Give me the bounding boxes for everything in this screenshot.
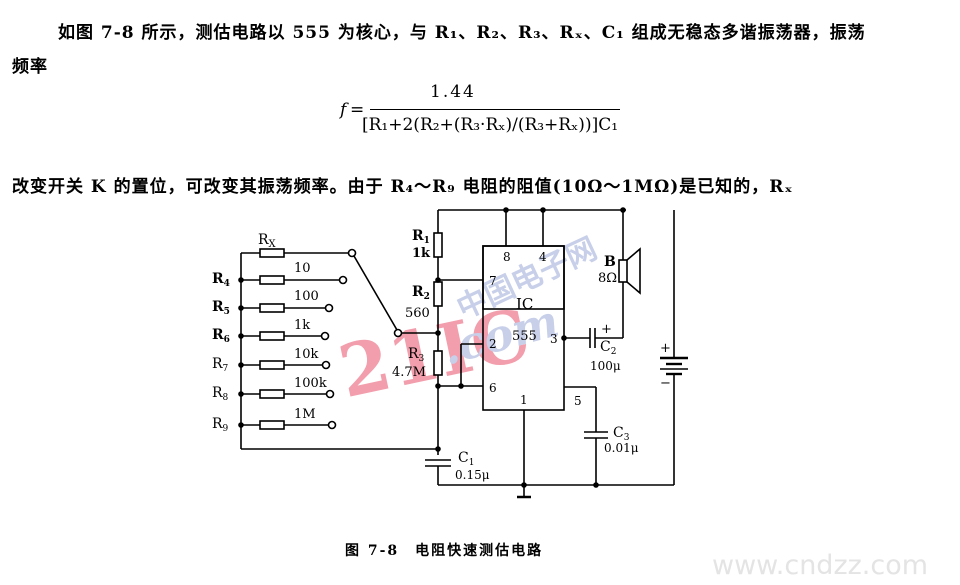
resistor-row-rx	[241, 248, 357, 258]
pin-6: 6	[489, 381, 497, 395]
fraction-bar	[370, 109, 620, 110]
pin-8: 8	[503, 250, 511, 264]
pin-5: 5	[574, 394, 582, 408]
formula-lhs: f	[340, 100, 347, 120]
value-r9: 1M	[294, 407, 316, 422]
value-c1: 0.15μ	[455, 468, 490, 482]
value-c2: 100μ	[590, 359, 621, 373]
resistor-row-r9	[241, 420, 337, 430]
label-c2-plus: +	[601, 322, 612, 337]
figure-caption: 图 7-8 电阻快速测估电路	[345, 543, 544, 559]
label-c3: C3	[613, 425, 630, 443]
pin-1: 1	[520, 393, 528, 407]
value-r2: 560	[405, 306, 430, 321]
pin-4: 4	[539, 250, 547, 264]
pin-7: 7	[489, 274, 497, 288]
label-c1: C1	[458, 450, 474, 468]
value-r7: 10k	[294, 347, 319, 362]
value-c3: 0.01μ	[604, 441, 639, 455]
resistor-row-r6	[241, 331, 330, 341]
label-r6: R6	[212, 327, 230, 345]
battery-minus: −	[660, 376, 671, 391]
resistor-row-r8	[241, 389, 335, 399]
value-r8: 100k	[294, 376, 327, 391]
resistor-row-r4	[241, 275, 348, 285]
switch-k-arm	[353, 255, 398, 331]
label-r2: R2	[412, 284, 430, 302]
value-r4: 10	[294, 261, 311, 276]
label-r4: R4	[212, 271, 230, 289]
label-r3: R3	[408, 346, 425, 364]
label-r7: R7	[212, 356, 229, 374]
paragraph-line-3: 改变开关 K 的置位，可改变其振荡频率。由于 R₄～R₉ 电阻的阻值(10Ω～1…	[12, 177, 794, 197]
formula-numerator: 1.44	[430, 82, 476, 102]
speaker-cone	[626, 247, 641, 295]
value-r5: 100	[294, 289, 319, 304]
label-r8: R8	[212, 385, 229, 403]
label-r9: R9	[212, 416, 229, 434]
junction-dots	[238, 207, 626, 488]
resistor-r2	[433, 281, 443, 307]
label-c2: C2	[600, 339, 616, 357]
label-r5: R5	[212, 299, 230, 317]
label-ic: IC	[516, 295, 533, 313]
resistor-r1	[433, 232, 443, 258]
value-r6: 1k	[294, 318, 310, 333]
value-speaker: 8Ω	[598, 271, 617, 286]
value-r3: 4.7M	[392, 365, 426, 380]
label-speaker: B	[604, 254, 616, 270]
battery-plus: +	[660, 341, 671, 356]
resistor-row-r7	[241, 360, 331, 370]
label-r1: R1	[412, 228, 430, 246]
label-rx: RX	[258, 232, 277, 250]
value-r1: 1k	[412, 246, 431, 261]
pin-3: 3	[550, 332, 558, 346]
resistor-row-r5	[241, 303, 334, 313]
label-ic-type: 555	[512, 329, 537, 344]
paragraph-line-1: 如图 7-8 所示，测估电路以 555 为核心，与 R₁、R₂、R₃、Rₓ、C₁…	[58, 23, 866, 43]
switch-k-common	[393, 328, 403, 338]
formula-denominator: [R₁+2(R₂+(R₃·Rₓ)/(R₃+Rₓ))]C₁	[362, 115, 619, 135]
site-watermark: www.cndzz.com	[712, 550, 929, 581]
speaker-coil	[618, 259, 628, 283]
paragraph-line-2: 频率	[12, 57, 48, 77]
formula-equals: =	[350, 100, 365, 120]
pin-2: 2	[489, 337, 497, 351]
